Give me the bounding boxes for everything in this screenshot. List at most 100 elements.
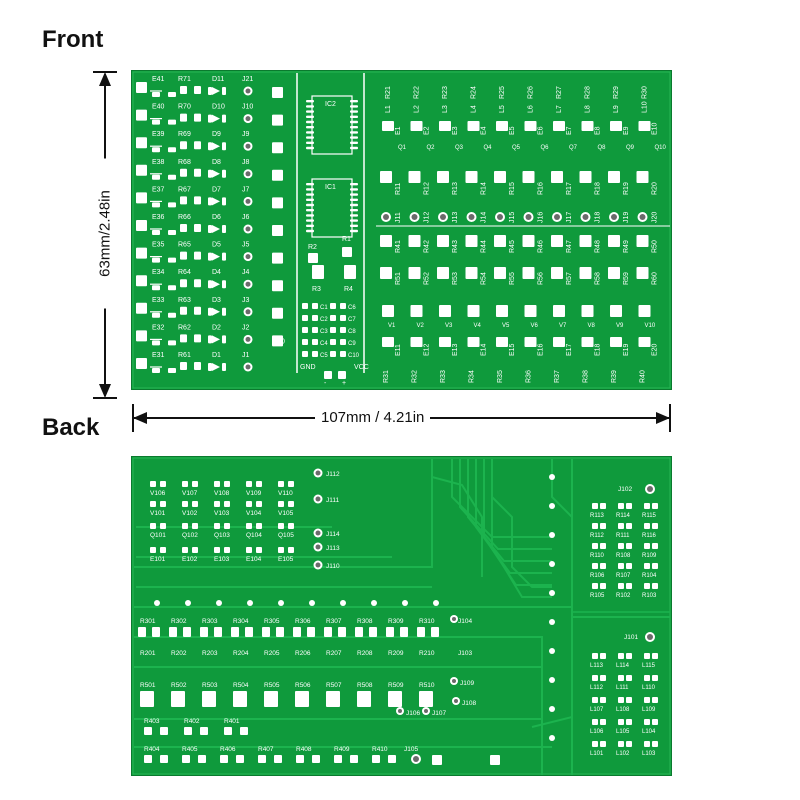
via	[340, 600, 346, 606]
solder-pad	[306, 214, 314, 217]
solder-pad	[437, 267, 449, 279]
silkscreen-label: E36	[152, 214, 165, 221]
solder-pad	[551, 171, 563, 183]
silkscreen-label: Q2	[427, 145, 436, 151]
solder-pad	[350, 224, 358, 227]
silkscreen-label: R42	[424, 240, 431, 253]
solder-pad	[312, 265, 324, 279]
silkscreen-label: R39	[611, 370, 618, 383]
silkscreen-label: R504	[233, 682, 249, 689]
solder-pad	[553, 305, 565, 317]
silkscreen-label: C4	[320, 341, 328, 347]
via	[549, 474, 555, 480]
silkscreen-label: D11	[212, 76, 224, 83]
solder-pad	[608, 171, 620, 183]
solder-pad	[496, 305, 508, 317]
silkscreen-label: D4	[212, 269, 221, 276]
silkscreen-label: R24	[471, 86, 478, 99]
silkscreen-label: L8	[585, 105, 592, 113]
solder-pad	[152, 368, 160, 373]
solder-pad	[194, 279, 201, 288]
silkscreen-label: Q1	[398, 145, 407, 151]
solder-pad	[296, 755, 304, 763]
solder-pad	[160, 755, 168, 763]
silkscreen-label: R31	[383, 370, 390, 383]
silkscreen-label: R202	[171, 650, 187, 657]
silkscreen-label: R43	[452, 240, 459, 253]
solder-pad	[581, 121, 594, 131]
copper-trace	[475, 459, 552, 574]
solder-pad	[380, 267, 392, 279]
solder-pad	[626, 583, 632, 589]
silkscreen-label: R34	[469, 370, 476, 383]
diode-symbol	[212, 280, 220, 289]
solder-pad	[600, 543, 606, 549]
silkscreen-label: R11	[395, 183, 402, 195]
through-hole	[647, 634, 653, 640]
solder-pad	[600, 675, 606, 681]
diode-symbol	[212, 197, 220, 206]
silkscreen-label: J111	[326, 497, 340, 504]
solder-pad	[293, 627, 301, 637]
silkscreen-label: J101	[624, 634, 638, 641]
solder-pad	[467, 337, 480, 347]
solder-pad	[288, 547, 294, 553]
silkscreen-label: R52	[424, 272, 431, 285]
through-hole	[315, 470, 321, 476]
solder-pad	[208, 363, 212, 371]
silkscreen-label: Q4	[484, 145, 493, 151]
silkscreen-label: J7	[242, 186, 250, 193]
solder-pad	[194, 224, 201, 232]
solder-pad	[610, 121, 622, 131]
solder-pad	[180, 141, 187, 150]
solder-pad	[644, 741, 650, 747]
silkscreen-label: R17	[566, 182, 573, 195]
solder-pad	[208, 87, 212, 95]
solder-pad	[324, 627, 332, 637]
silkscreen-label: R38	[583, 370, 590, 383]
silkscreen-label: V109	[246, 490, 262, 497]
silkscreen-label: E103	[214, 556, 230, 563]
solder-pad	[618, 675, 624, 681]
solder-pad	[231, 627, 239, 637]
solder-pad	[208, 114, 212, 123]
solder-pad	[494, 267, 506, 279]
solder-pad	[636, 267, 649, 279]
solder-pad	[638, 337, 651, 347]
silkscreen-label: R205	[264, 650, 280, 657]
solder-pad	[140, 691, 154, 707]
solder-pad	[551, 235, 563, 247]
solder-pad	[214, 627, 222, 637]
silkscreen-label: E102	[182, 556, 198, 563]
silkscreen-label: R47	[566, 240, 573, 253]
silkscreen-label: R37	[554, 370, 561, 383]
via	[154, 600, 160, 606]
via	[278, 600, 284, 606]
solder-pad	[194, 251, 201, 260]
silkscreen-label: R46	[538, 240, 545, 253]
solder-pad	[592, 741, 598, 747]
solder-pad	[136, 358, 147, 369]
through-hole	[245, 88, 251, 94]
solder-pad	[618, 741, 624, 747]
through-hole	[245, 364, 251, 370]
solder-pad	[618, 543, 624, 549]
silkscreen-label: E6	[538, 126, 545, 135]
solder-pad	[180, 113, 187, 122]
solder-pad	[408, 267, 421, 279]
solder-pad	[524, 337, 537, 347]
silkscreen-label: R16	[538, 182, 545, 195]
silkscreen-label: R206	[295, 650, 311, 657]
solder-pad	[183, 627, 191, 637]
solder-pad	[579, 267, 592, 279]
silkscreen-label: R510	[419, 682, 435, 689]
solder-pad	[618, 563, 624, 569]
silkscreen-label: R58	[595, 272, 602, 285]
silkscreen-label: V6	[531, 323, 539, 329]
silkscreen-label: J10	[242, 104, 253, 111]
silkscreen-label: IC2	[325, 101, 336, 108]
silkscreen-label: R409	[334, 746, 350, 753]
silkscreen-label: R70	[178, 104, 191, 111]
solder-pad	[439, 305, 451, 317]
solder-pad	[522, 235, 535, 247]
